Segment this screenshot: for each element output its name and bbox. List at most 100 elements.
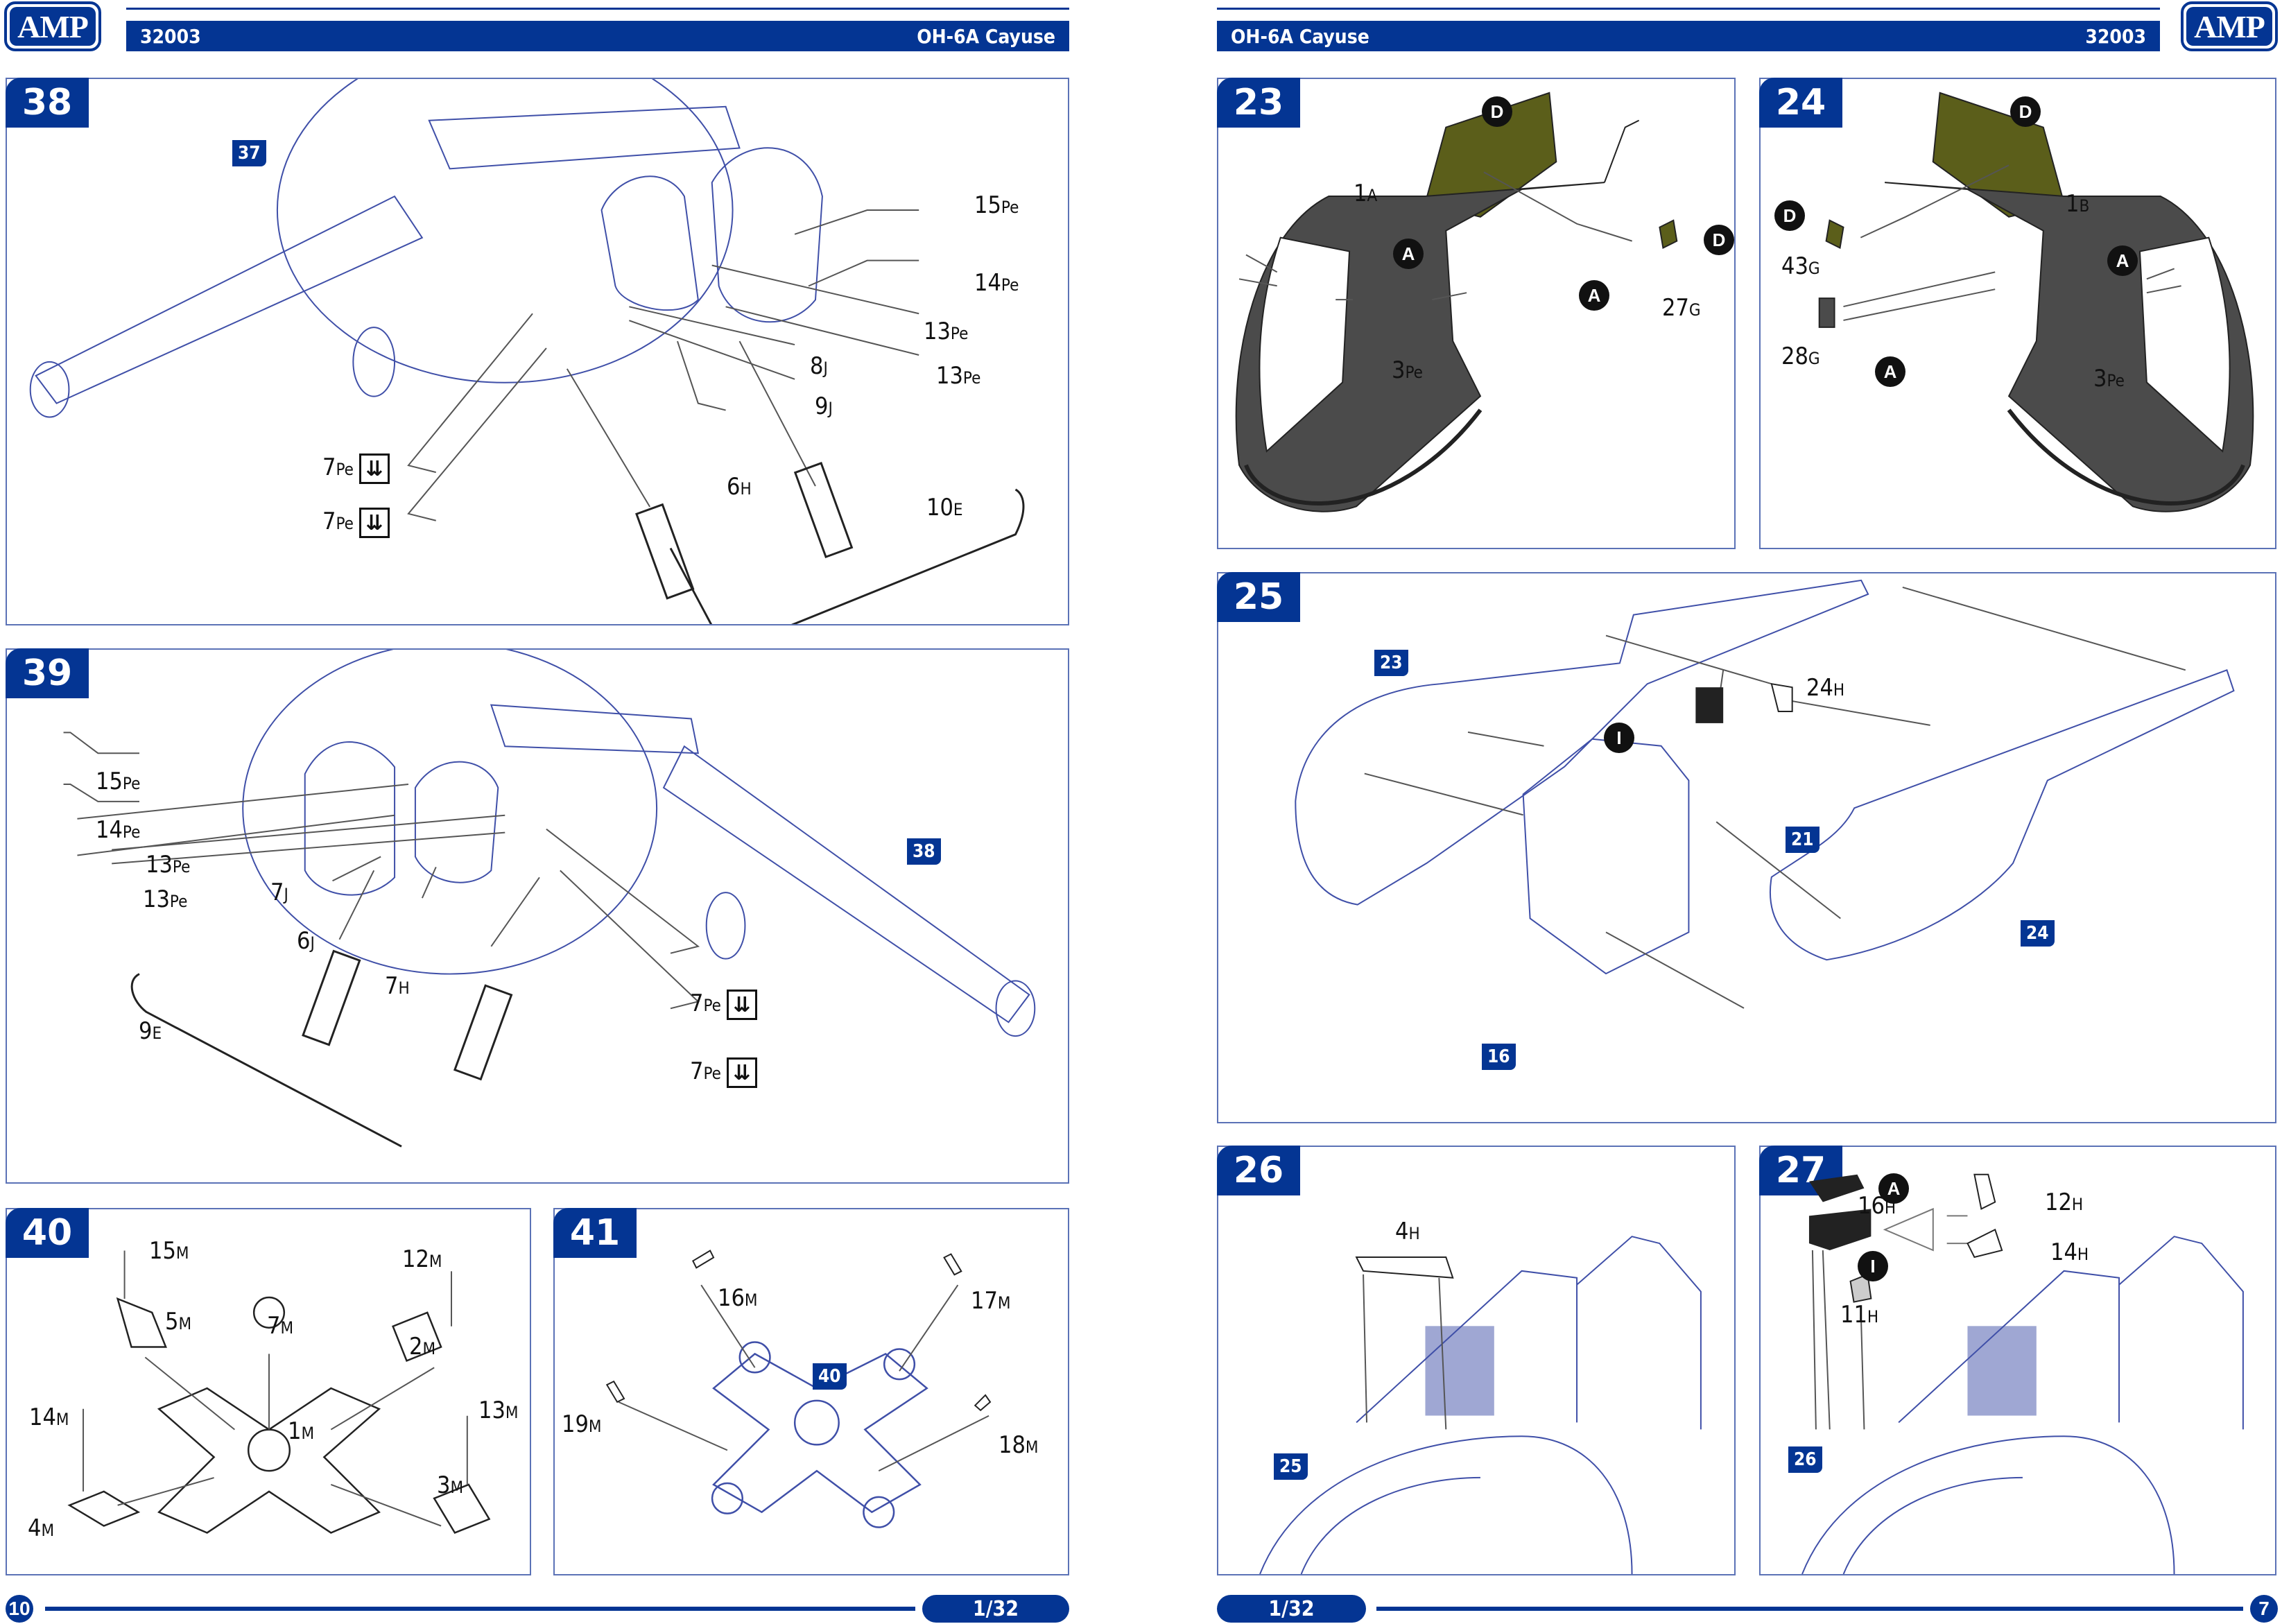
part-label-13M: 13M <box>478 1397 519 1424</box>
fold-down-icon: ⇊ <box>727 1057 757 1088</box>
part-label-1M: 1M <box>288 1417 315 1445</box>
part-label-13Pe: 13Pe <box>146 851 191 879</box>
step-25-panel: 25 23 21 24 16 I 24H <box>1217 572 2276 1123</box>
rotor-hub-assembly-illustration <box>605 1250 992 1528</box>
step-number: 25 <box>1217 572 1300 622</box>
cockpit-frame-right-illustration <box>1818 92 2254 512</box>
part-label-14Pe: 14Pe <box>974 269 1019 297</box>
part-label-2M: 2M <box>409 1333 436 1360</box>
step-number: 26 <box>1217 1146 1300 1195</box>
helicopter-fuselage-illustration <box>29 79 1025 624</box>
color-callout-I: I <box>1604 723 1634 753</box>
part-label-16H: 16H <box>1858 1192 1896 1220</box>
model-title: OH-6A Cayuse <box>917 24 1055 48</box>
page-number: 10 <box>6 1595 33 1623</box>
fold-down-icon: ⇊ <box>359 508 390 538</box>
part-label-13Pe: 13Pe <box>924 318 969 345</box>
part-label-15Pe: 15Pe <box>974 191 1019 219</box>
part-label-6J: 6J <box>297 927 315 955</box>
color-callout-A: A <box>2107 245 2138 276</box>
step-41-panel: 41 40 16M 17M 19M 18M <box>553 1208 1069 1575</box>
page-number: 7 <box>2250 1595 2278 1623</box>
color-callout-D: D <box>2010 96 2041 127</box>
page-header-bar: 32003 OH-6A Cayuse <box>126 21 1069 51</box>
part-label-3Pe: 3Pe <box>1392 356 1423 384</box>
scale-badge: 1/32 <box>922 1595 1069 1623</box>
reference-step-badge: 38 <box>907 838 941 865</box>
reference-step-badge: 37 <box>232 140 266 166</box>
part-label-7J: 7J <box>270 879 288 906</box>
part-label-15Pe: 15Pe <box>96 768 141 795</box>
page-header-bar: OH-6A Cayuse 32003 <box>1217 21 2160 51</box>
part-label-27G: 27G <box>1662 294 1701 322</box>
step-number: 39 <box>6 648 89 698</box>
part-label-12H: 12H <box>2045 1189 2084 1216</box>
step-number: 24 <box>1759 78 1842 128</box>
part-label-17M: 17M <box>971 1287 1011 1315</box>
color-callout-A: A <box>1875 356 1905 387</box>
part-label-24H: 24H <box>1806 674 1845 702</box>
part-label-14Pe: 14Pe <box>96 816 141 844</box>
header-rule <box>126 8 1069 10</box>
color-callout-A: A <box>1579 280 1609 311</box>
cockpit-controls-illustration <box>1801 1173 2244 1574</box>
part-label-11H: 11H <box>1840 1301 1879 1329</box>
part-label-15M: 15M <box>149 1237 189 1265</box>
step-40-panel: 40 15M 5M 7M 12M 2M 14M 1M 13M 4M 3M <box>6 1208 531 1575</box>
part-label-7Pe: 7Pe <box>322 508 354 535</box>
fold-down-icon: ⇊ <box>727 990 757 1020</box>
part-label-9J: 9J <box>815 392 833 420</box>
part-label-18M: 18M <box>999 1431 1039 1459</box>
color-callout-A: A <box>1878 1173 1909 1204</box>
part-label-14H: 14H <box>2050 1238 2089 1266</box>
step-number: 23 <box>1217 78 1300 128</box>
step-39-panel: 39 38 <box>6 648 1069 1184</box>
fold-down-icon: ⇊ <box>359 453 390 484</box>
part-label-7H: 7H <box>385 972 410 1000</box>
part-label-8J: 8J <box>810 352 828 380</box>
part-label-4H: 4H <box>1395 1218 1420 1245</box>
reference-step-badge: 25 <box>1274 1453 1308 1480</box>
scale-badge: 1/32 <box>1217 1595 1366 1623</box>
part-label-10E: 10E <box>926 494 963 521</box>
part-label-19M: 19M <box>562 1410 602 1438</box>
cockpit-frame-left-illustration <box>1235 92 1678 512</box>
reference-step-badge-21: 21 <box>1786 827 1819 853</box>
part-label-3Pe: 3Pe <box>2093 365 2125 392</box>
step-27-panel: 27 26 A I 16H 12H 14H 11H <box>1759 1146 2276 1575</box>
step-26-panel: 26 25 4H <box>1217 1146 1736 1575</box>
step-23-panel: 23 D D A A 1A 27G 3Pe <box>1217 78 1736 549</box>
part-label-1A: 1A <box>1354 180 1378 207</box>
reference-step-badge-24: 24 <box>2021 920 2055 947</box>
reference-step-badge-23: 23 <box>1374 650 1408 676</box>
part-label-7Pe: 7Pe <box>322 453 354 481</box>
part-label-6H: 6H <box>727 473 752 501</box>
header-rule <box>1217 8 2160 10</box>
part-label-7Pe: 7Pe <box>690 990 721 1017</box>
part-label-12M: 12M <box>402 1245 442 1273</box>
step-number: 41 <box>553 1208 637 1258</box>
kit-number: 32003 <box>140 24 201 48</box>
part-label-9E: 9E <box>139 1017 162 1045</box>
part-label-43G: 43G <box>1781 252 1820 280</box>
color-callout-D: D <box>1704 225 1734 255</box>
reference-step-badge: 26 <box>1788 1446 1822 1473</box>
part-label-13Pe: 13Pe <box>143 886 188 913</box>
footer-rule <box>45 1607 915 1611</box>
part-label-5M: 5M <box>165 1308 192 1336</box>
amp-logo: AMP <box>4 1 101 51</box>
part-label-3M: 3M <box>437 1471 464 1499</box>
reference-step-badge-16: 16 <box>1482 1044 1516 1070</box>
part-label-14M: 14M <box>29 1403 69 1431</box>
step-number: 40 <box>6 1208 89 1258</box>
color-callout-I: I <box>1858 1251 1888 1281</box>
part-label-16M: 16M <box>718 1284 758 1312</box>
color-callout-D: D <box>1774 200 1805 231</box>
amp-logo: AMP <box>2181 1 2278 51</box>
fuselage-assembly-illustration <box>1295 579 2235 1009</box>
part-label-13Pe: 13Pe <box>936 362 981 390</box>
step-24-panel: 24 D D A A 1B 43G 28G 3Pe <box>1759 78 2276 549</box>
helicopter-fuselage-illustration <box>63 650 1036 1148</box>
part-label-4M: 4M <box>28 1514 55 1542</box>
model-title: OH-6A Cayuse <box>1231 24 1369 48</box>
